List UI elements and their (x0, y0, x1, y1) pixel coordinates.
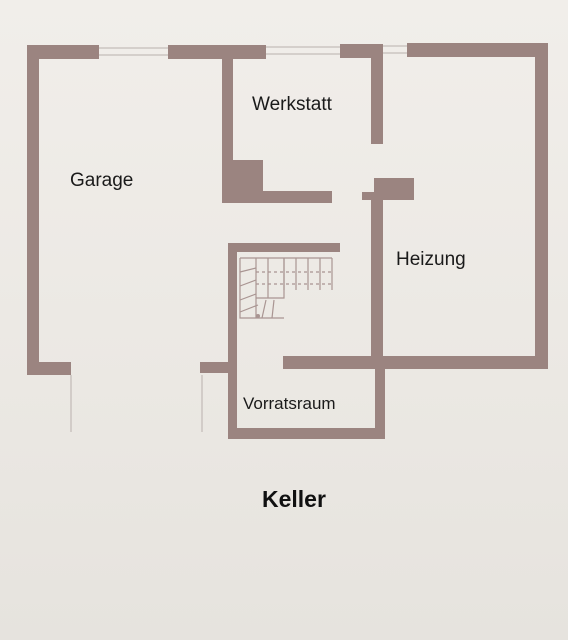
wall-stair-left (228, 243, 237, 438)
wall-vorrat-bottom (228, 428, 385, 439)
wall-top-center (168, 45, 266, 59)
wall-heizung-right (535, 43, 548, 368)
wall-werkstatt-chimney (222, 160, 263, 203)
plan-title: Keller (262, 486, 326, 512)
wall-top-left (27, 45, 99, 59)
wall-garage-bottom-left (27, 362, 71, 375)
room-label-garage: Garage (70, 170, 134, 191)
wall-vorrat-top-stub (200, 362, 237, 373)
staircase (239, 257, 333, 319)
wall-top-far-right (407, 43, 547, 57)
wall-stair-top (228, 243, 340, 252)
wall-heizung-door-stub (362, 192, 383, 200)
wall-garage-werkstatt (222, 55, 233, 203)
room-label-werkstatt: Werkstatt (252, 94, 332, 115)
wall-garage-left (27, 45, 39, 375)
stair-start-marker (256, 314, 260, 318)
wall-heizung-bottom (283, 356, 548, 369)
wall-werkstatt-right (371, 44, 383, 144)
wall-heizung-block (374, 178, 414, 200)
room-label-heizung: Heizung (396, 249, 466, 270)
wall-heizung-left (371, 192, 383, 369)
wall-vorrat-right (375, 369, 385, 439)
room-label-vorratsraum: Vorratsraum (243, 394, 336, 413)
